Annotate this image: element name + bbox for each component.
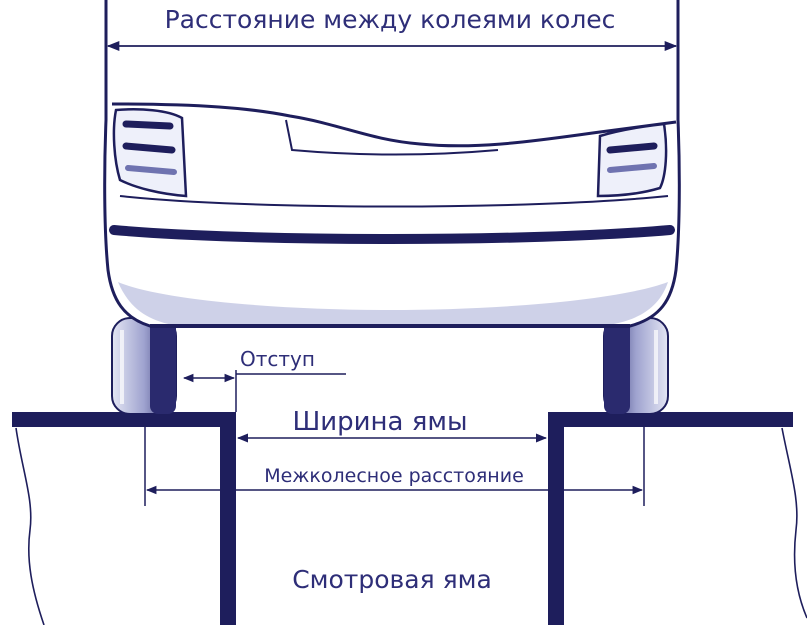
pit-label: Смотровая яма xyxy=(292,565,492,594)
wheelbase-width-dimension: Межколесное расстояние xyxy=(144,416,645,506)
pit-width-dimension: Ширина ямы xyxy=(236,407,548,443)
pit-width-label: Ширина ямы xyxy=(292,407,467,437)
ground xyxy=(12,412,807,625)
car-body-outline xyxy=(103,0,681,328)
bumper-stripe xyxy=(109,225,675,244)
right-tire xyxy=(603,317,669,415)
left-tail-light xyxy=(112,108,188,198)
car xyxy=(103,0,681,415)
left-floor-slab xyxy=(12,412,228,427)
trunk-lower-line xyxy=(119,195,669,208)
pit-left-wall xyxy=(220,412,236,625)
pit-right-wall xyxy=(548,412,564,625)
wheelbase-width-label: Межколесное расстояние xyxy=(264,465,524,487)
right-floor-slab xyxy=(548,412,793,427)
left-ground-break-line xyxy=(15,427,45,625)
license-plate-recess xyxy=(285,119,499,156)
offset-dimension: Отступ xyxy=(182,347,346,412)
bumper-shadow xyxy=(118,282,668,326)
right-tail-light xyxy=(596,122,668,198)
trunk-top-line xyxy=(111,102,677,148)
track-width-dimension: Расстояние между колеями колес xyxy=(106,5,678,52)
offset-label: Отступ xyxy=(240,347,315,371)
track-width-label: Расстояние между колеями колес xyxy=(165,5,616,34)
right-ground-break-line xyxy=(781,427,807,619)
left-tire xyxy=(111,317,177,415)
